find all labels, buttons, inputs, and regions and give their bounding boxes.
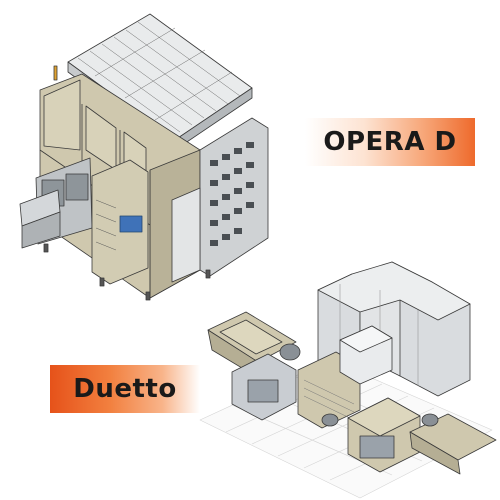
opera-d-label: OPERA D [305,118,475,166]
opera-d-machine-image [19,13,269,301]
duetto-machine-image [199,261,497,499]
duetto-label: Duetto [50,365,200,413]
